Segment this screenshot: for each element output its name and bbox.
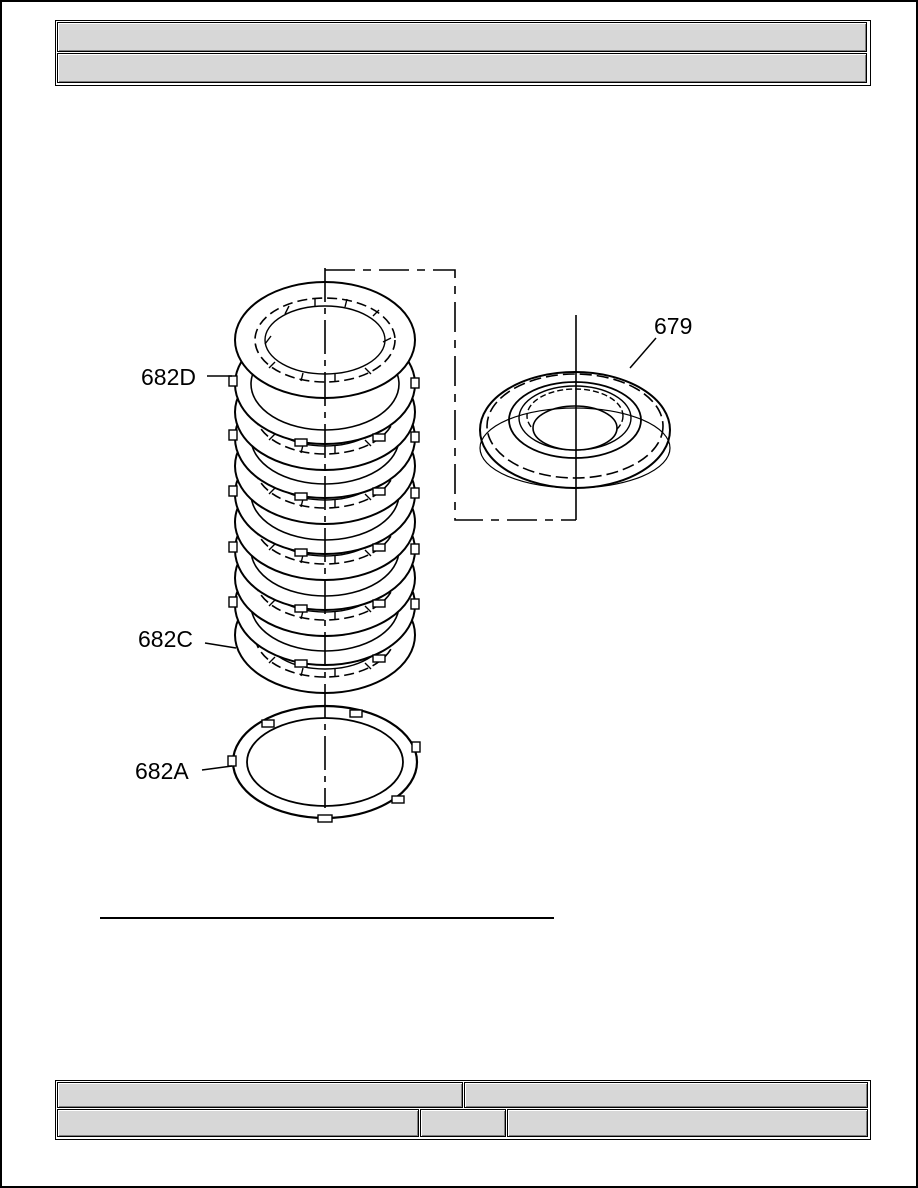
callout-679: 679 — [654, 313, 692, 339]
header-title-bar — [57, 22, 867, 52]
plate-stack — [228, 281, 420, 694]
figure-caption-rule — [100, 917, 554, 919]
callout-682A: 682A — [135, 758, 189, 784]
footer-cell-3 — [57, 1109, 419, 1137]
assembly-bracket — [325, 269, 576, 521]
hub-679 — [479, 371, 671, 489]
callout-682D: 682D — [141, 364, 196, 390]
leader-682A — [201, 765, 233, 771]
leader-679 — [629, 337, 657, 369]
callout-682C: 682C — [138, 626, 193, 652]
leader-682C — [204, 642, 237, 649]
plate-682A — [227, 704, 421, 823]
footer-cell-1 — [57, 1082, 463, 1108]
footer-cell-5 — [507, 1109, 868, 1137]
footer-cell-4 — [420, 1109, 506, 1137]
footer-cell-2 — [464, 1082, 868, 1108]
header-subtitle-bar — [57, 53, 867, 83]
